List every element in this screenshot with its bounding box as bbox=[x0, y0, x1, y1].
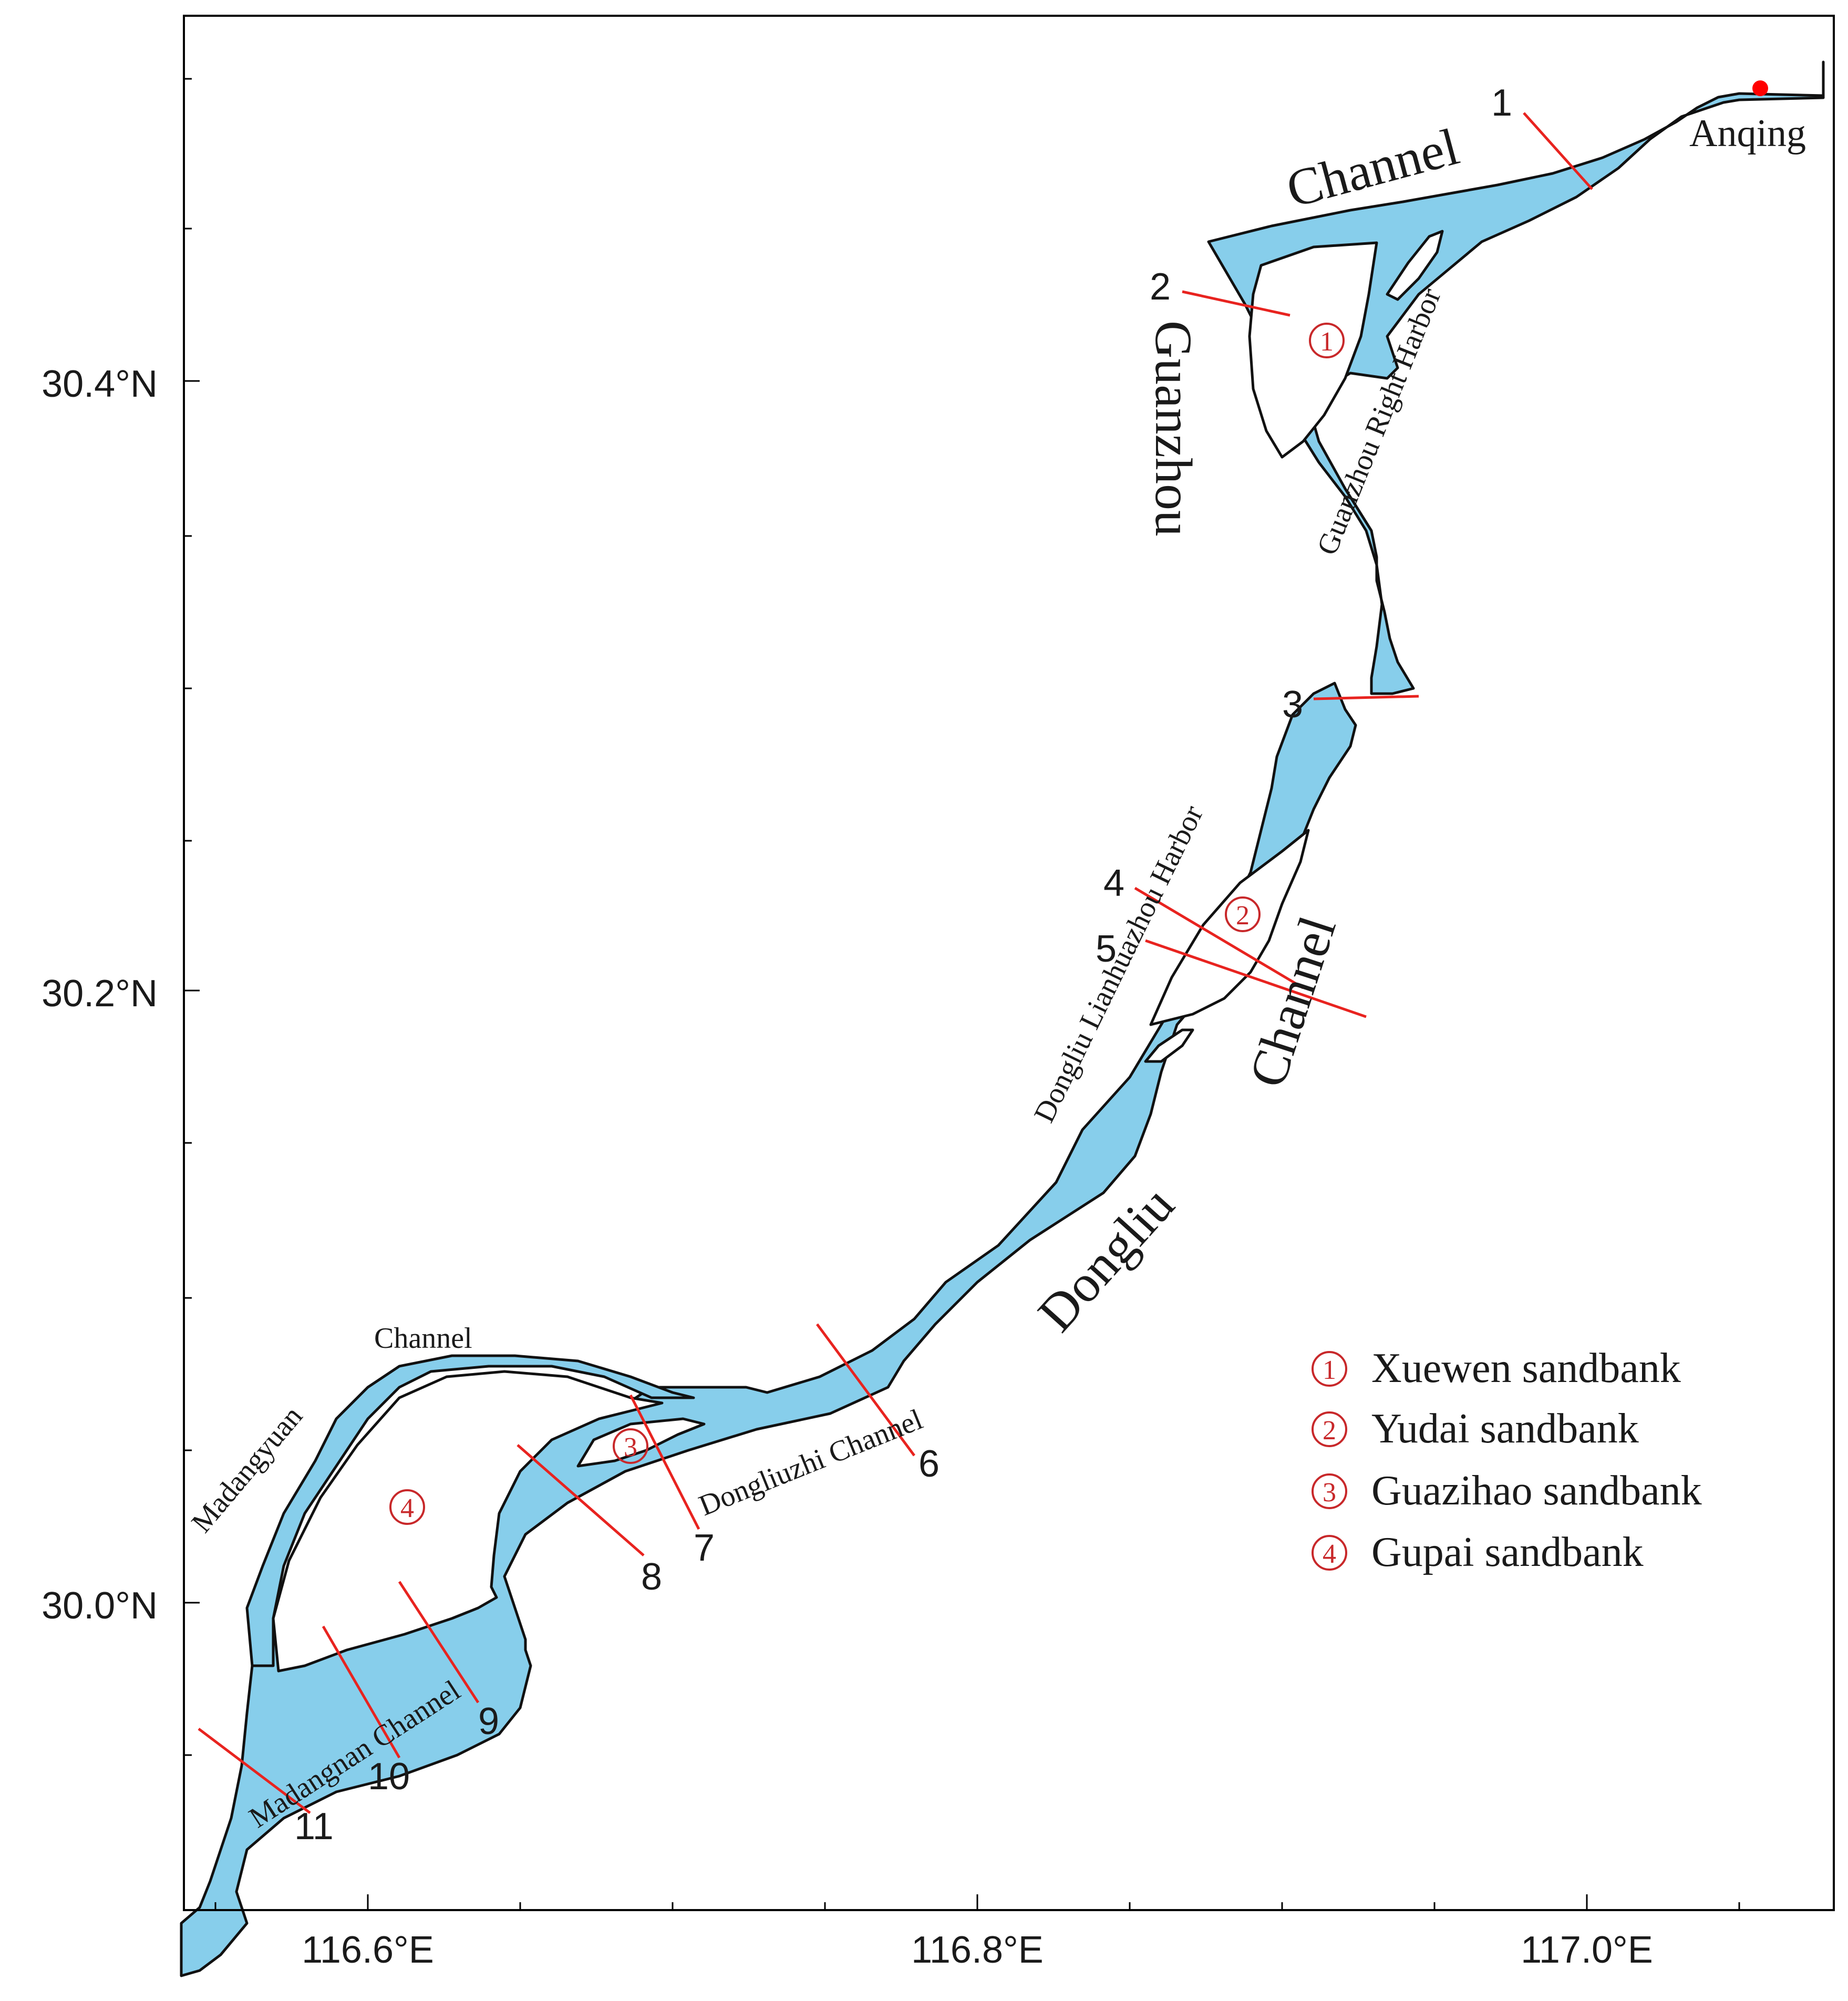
lat-labels: 30.4°N 30.2°N 30.0°N bbox=[42, 363, 158, 1627]
sandbank-marker-3: 3 bbox=[613, 1428, 648, 1464]
island-gupai bbox=[272, 1370, 664, 1673]
section-number-3: 3 bbox=[1282, 684, 1303, 726]
section-lines bbox=[198, 112, 1593, 1814]
legend-item: 1 Xuewen sandbank bbox=[1312, 1345, 1681, 1391]
legend-marker bbox=[1312, 1473, 1347, 1509]
label-guanzhou-name: Guanzhou bbox=[1144, 321, 1203, 537]
legend-label: Yudai sandbank bbox=[1371, 1406, 1639, 1452]
section-number-11: 11 bbox=[294, 1806, 334, 1848]
sandbank-marker-num: 1 bbox=[1320, 327, 1334, 357]
section-line-11 bbox=[198, 1728, 311, 1814]
section-number-10: 10 bbox=[368, 1756, 410, 1798]
section-line-7 bbox=[629, 1394, 700, 1530]
section-number-4: 4 bbox=[1103, 862, 1124, 904]
sandbank-marker-num: 4 bbox=[400, 1493, 414, 1523]
lat-label: 30.2°N bbox=[42, 973, 158, 1015]
section-line-3 bbox=[1313, 695, 1419, 700]
sandbank-marker-circle bbox=[1225, 896, 1261, 932]
section-number-2: 2 bbox=[1150, 266, 1171, 308]
section-line-4 bbox=[1134, 886, 1304, 989]
sandbank-marker-1: 1 bbox=[1309, 323, 1345, 358]
lon-ticks bbox=[214, 1894, 1740, 1910]
river-main bbox=[1207, 60, 1825, 695]
section-line-5 bbox=[1145, 939, 1367, 1018]
river-madangyuan bbox=[245, 1354, 695, 1667]
section-number-8: 8 bbox=[641, 1556, 662, 1598]
sandbank-marker-circle bbox=[1309, 323, 1345, 358]
island-small-north bbox=[1386, 230, 1444, 301]
sandbank-marker-num: 2 bbox=[1236, 901, 1250, 931]
section-line-1 bbox=[1523, 112, 1593, 190]
lon-label: 116.6°E bbox=[302, 1929, 434, 1971]
sandbank-marker-2: 2 bbox=[1225, 896, 1261, 932]
lat-label: 30.4°N bbox=[42, 363, 158, 405]
map-frame bbox=[183, 15, 1835, 1911]
section-number-7: 7 bbox=[694, 1527, 715, 1569]
section-number-1: 1 bbox=[1491, 82, 1512, 124]
lon-labels: 116.6°E 116.8°E 117.0°E bbox=[302, 1929, 1653, 1971]
section-number-6: 6 bbox=[918, 1443, 940, 1485]
legend-marker bbox=[1312, 1411, 1347, 1447]
legend-label: Xuewen sandbank bbox=[1371, 1345, 1681, 1391]
section-line-6 bbox=[815, 1323, 916, 1457]
legend-marker bbox=[1312, 1351, 1347, 1387]
section-line-8 bbox=[517, 1444, 645, 1556]
legend-marker-num: 2 bbox=[1323, 1416, 1336, 1446]
legend-marker bbox=[1312, 1535, 1347, 1571]
section-line-9 bbox=[398, 1581, 480, 1704]
sandbank-marker-4: 4 bbox=[389, 1489, 425, 1525]
section-number-5: 5 bbox=[1096, 928, 1117, 970]
section-numbers: 1 2 3 4 5 6 7 8 9 10 11 bbox=[294, 82, 1512, 1848]
island-yudai bbox=[1149, 829, 1310, 1026]
legend-item: 4 Gupai sandbank bbox=[1312, 1529, 1644, 1575]
legend-item: 3 Guazihao sandbank bbox=[1312, 1468, 1702, 1514]
river-lower bbox=[180, 682, 1357, 1977]
legend-label: Gupai sandbank bbox=[1371, 1529, 1644, 1575]
legend: 1 Xuewen sandbank 2 Yudai sandbank 3 Gua… bbox=[1312, 1345, 1702, 1575]
islands bbox=[272, 230, 1444, 1673]
section-number-9: 9 bbox=[478, 1700, 499, 1742]
section-line-10 bbox=[322, 1625, 401, 1759]
sandbank-marker-num: 3 bbox=[624, 1432, 637, 1462]
city-marker-anqing bbox=[1752, 80, 1768, 96]
legend-marker-num: 1 bbox=[1323, 1355, 1336, 1385]
lon-label: 117.0°E bbox=[1521, 1929, 1653, 1971]
sandbank-marker-circle bbox=[613, 1428, 648, 1464]
label-madangyuan-channel-word: Channel bbox=[374, 1322, 472, 1355]
legend-marker-num: 4 bbox=[1323, 1539, 1336, 1569]
legend-marker-num: 3 bbox=[1323, 1478, 1336, 1508]
island-small-south bbox=[1144, 1028, 1194, 1063]
lat-ticks bbox=[184, 78, 200, 1756]
lat-label: 30.0°N bbox=[42, 1585, 158, 1627]
legend-label: Guazihao sandbank bbox=[1371, 1468, 1702, 1514]
lon-label: 116.8°E bbox=[911, 1929, 1044, 1971]
city-label-anqing: Anqing bbox=[1689, 112, 1806, 155]
legend-item: 2 Yudai sandbank bbox=[1312, 1406, 1639, 1452]
island-guazihao bbox=[576, 1417, 706, 1468]
section-line-2 bbox=[1182, 290, 1290, 317]
river-water bbox=[180, 60, 1825, 1977]
sandbank-markers: 1 2 3 4 bbox=[389, 323, 1345, 1525]
sandbank-marker-circle bbox=[389, 1489, 425, 1525]
